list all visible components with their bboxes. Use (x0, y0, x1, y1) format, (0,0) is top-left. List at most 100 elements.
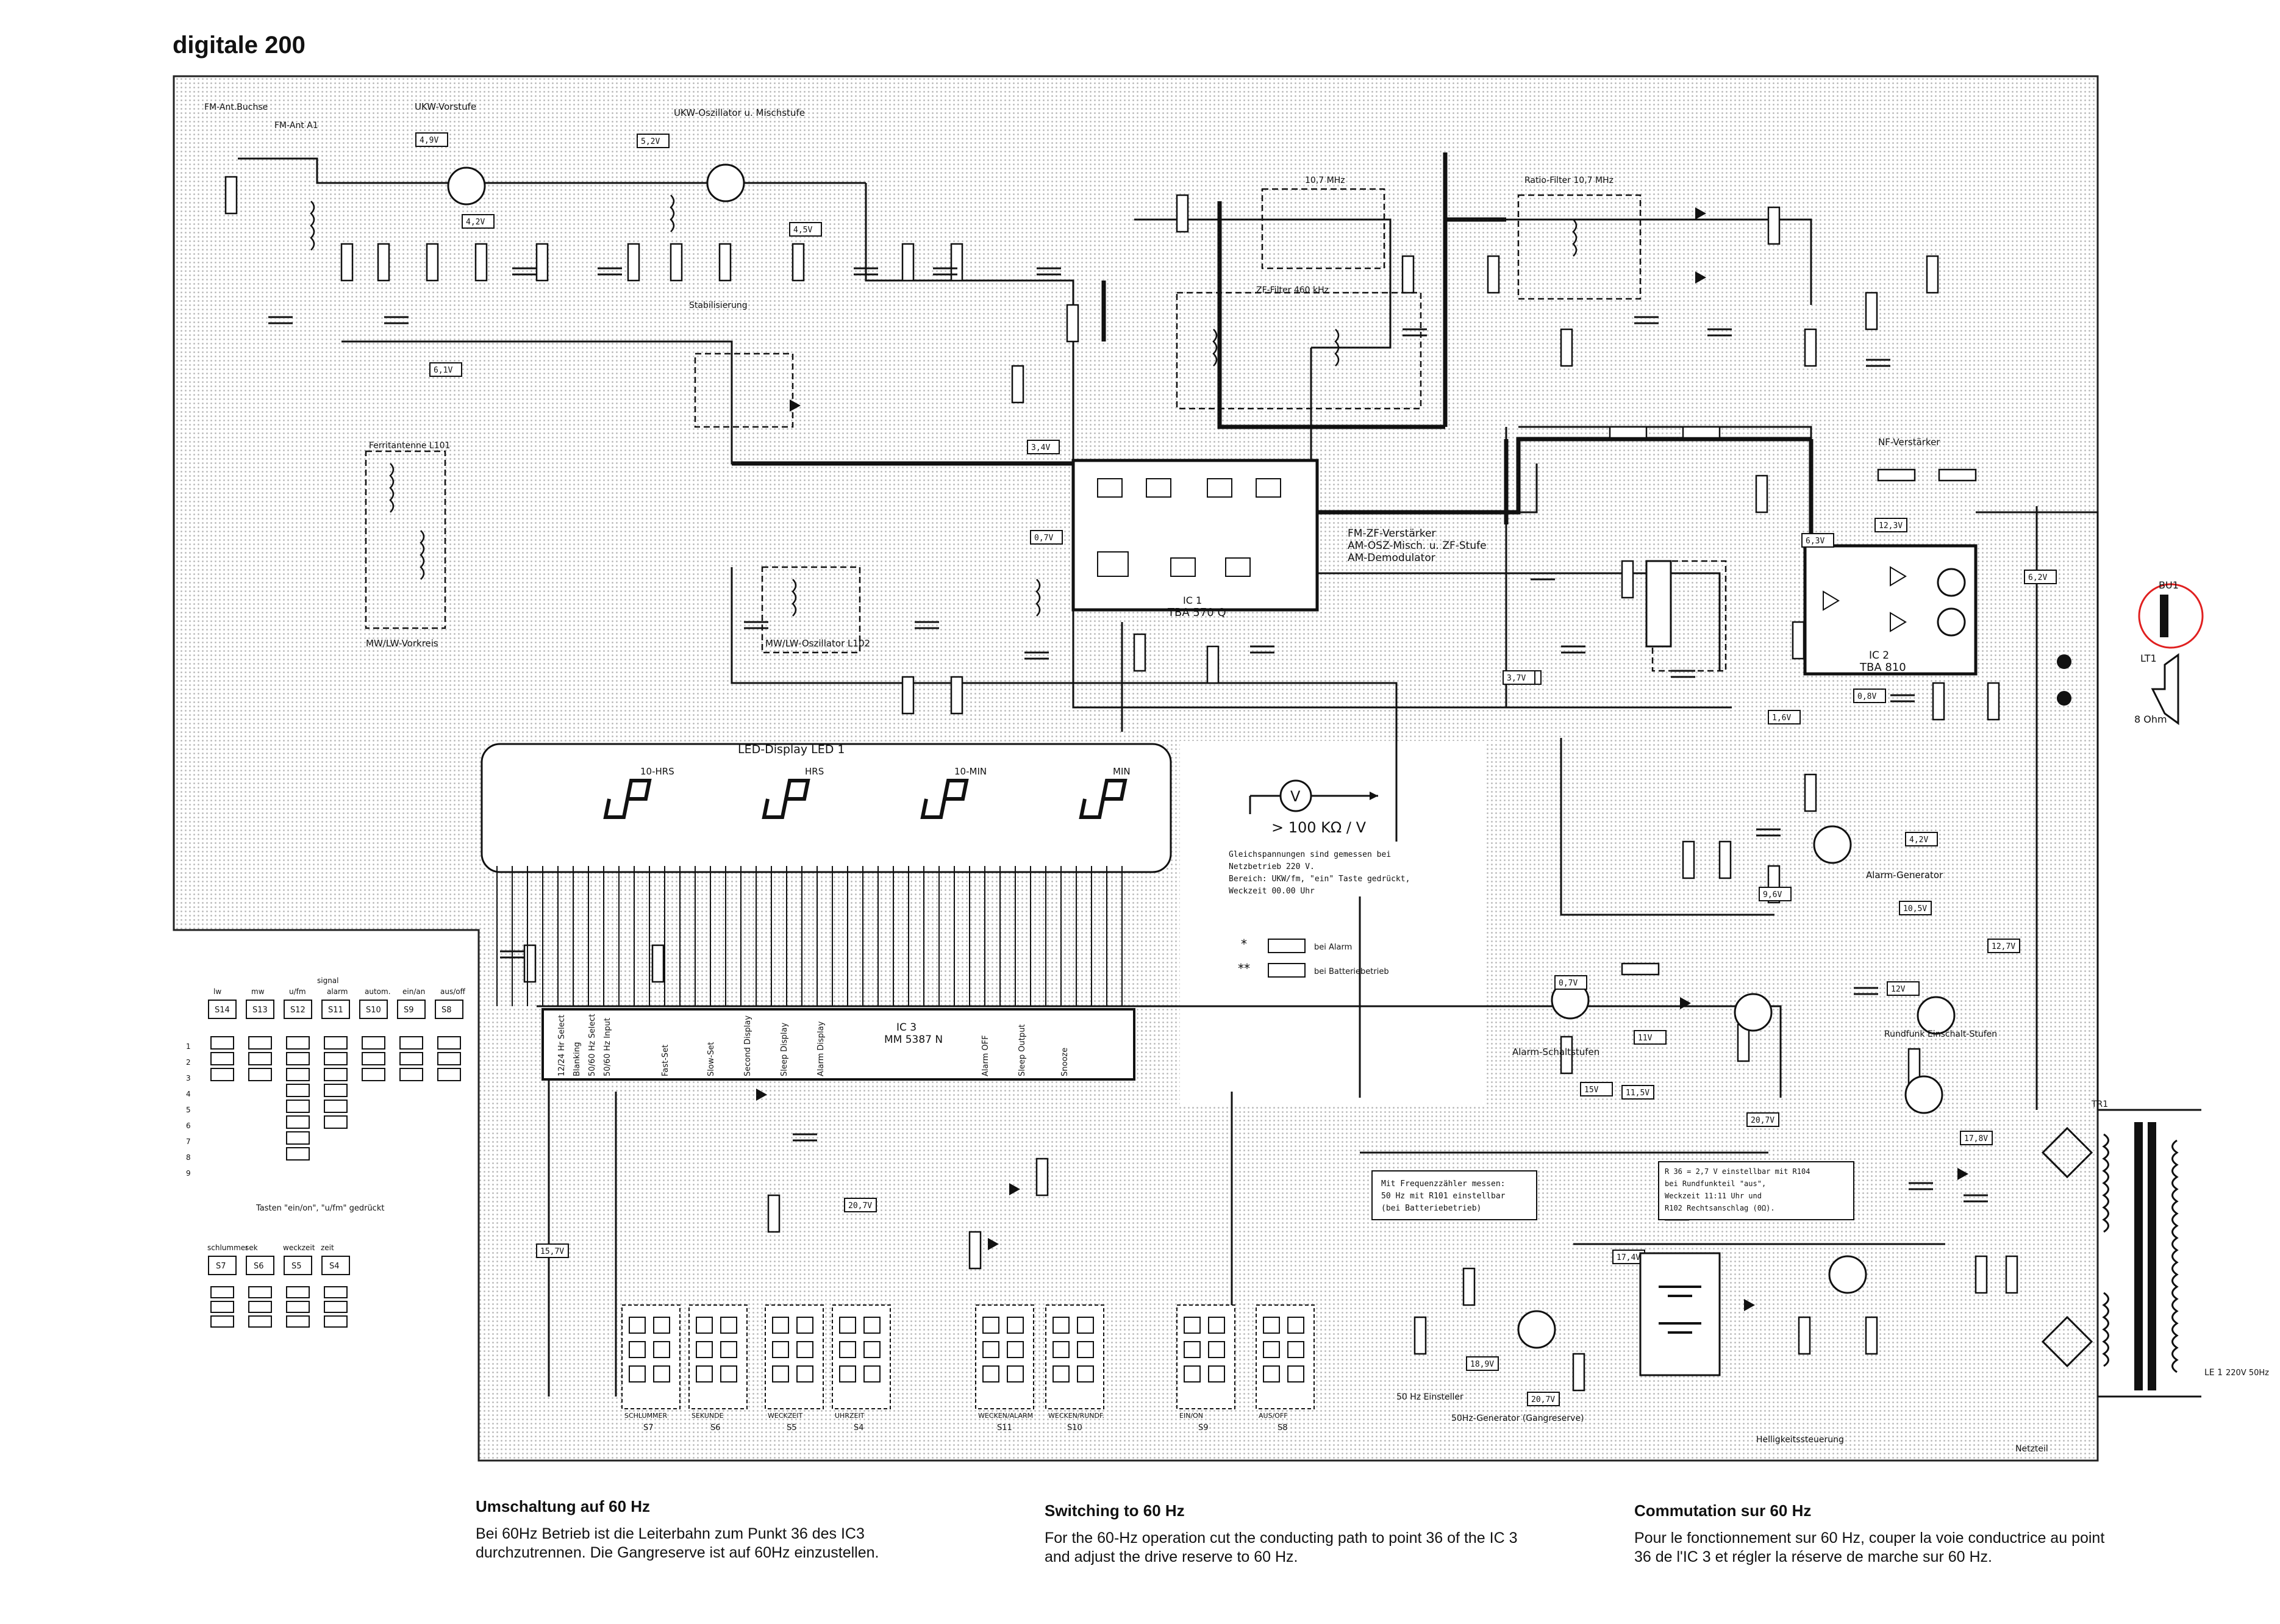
switch-row-number: 5 (186, 1106, 191, 1114)
legend-text: bei Alarm (1314, 943, 1352, 952)
block-label: Alarm-Schaltstufen (1512, 1046, 1599, 1057)
speaker-output: BU1 LT1 8 Ohm (2057, 579, 2204, 725)
switch-key-id: S7 (216, 1262, 226, 1271)
voltage-tag: 3,4V (1027, 440, 1060, 454)
bottom-switch-id: S4 (854, 1423, 864, 1433)
switch-row-number: 4 (186, 1090, 191, 1098)
digit-label: HRS (805, 766, 824, 777)
block-label: 10,7 MHz (1305, 176, 1345, 185)
ic3-pin-label: Blanking (573, 1042, 582, 1076)
caption-text: For the 60-Hz operation cut the conducti… (1045, 1529, 1518, 1565)
switch-key-id: S11 (328, 1006, 343, 1015)
bottom-switch-id: S9 (1198, 1423, 1209, 1433)
document-title: digitale 200 (173, 32, 306, 59)
voltage-tag: 10,5V (1899, 901, 1932, 915)
voltage-tag: 15,7V (536, 1243, 569, 1258)
digit-label: MIN (1113, 766, 1131, 777)
switch-key-id: S5 (291, 1262, 302, 1271)
voltage-tag: 5,2V (637, 134, 670, 148)
legend-text: bei Batteriebetrieb (1314, 967, 1389, 976)
ic3-pin-label: Fast-Set (661, 1045, 670, 1076)
battery-pack (1639, 1252, 1721, 1376)
bottom-switch-id: S7 (643, 1423, 654, 1433)
switch-key-label: weckzeit (283, 1243, 315, 1252)
voltage-value: 5,2V (641, 137, 660, 146)
transformer-id: TR1 (2091, 1100, 2108, 1109)
volume-potentiometer (1645, 560, 1672, 648)
block-labels: FM-Ant.Buchse FM-Ant A1 UKW-Vorstufe UKW… (204, 101, 2048, 1454)
switch-key-id: S14 (215, 1006, 230, 1015)
voltage-value: 4,2V (1909, 835, 1928, 845)
bottom-switch-label: SCHLUMMER (624, 1412, 667, 1420)
voltage-value: 6,1V (434, 366, 452, 375)
voltage-tag: 1,6V (1768, 710, 1801, 724)
voltage-tag: 0,7V (1030, 530, 1063, 545)
voltage-tag: 17,8V (1960, 1131, 1993, 1145)
caption-text: Bei 60Hz Betrieb ist die Leiterbahn zum … (476, 1525, 879, 1561)
measurement-info: V > 100 KΩ / V Gleichspannungen sind gem… (1229, 779, 1410, 978)
r-note-line: R 36 = 2,7 V einstellbar mit R104 (1665, 1167, 1810, 1176)
ic3: IC 3 MM 5387 N 12/24 Hr Select Blanking … (541, 1008, 1135, 1081)
voltage-value: 3,7V (1507, 674, 1526, 683)
voltage-tag: 18,9V (1466, 1356, 1499, 1371)
voltage-tag: 6,3V (1801, 533, 1834, 548)
switch-note: Tasten "ein/on", "u/fm" gedrückt (256, 1204, 384, 1213)
switch-key-id: S10 (366, 1006, 381, 1015)
measurement-note: Bereich: UKW/fm, "ein" Taste gedrückt, (1229, 875, 1410, 884)
legend-mark: ** (1238, 961, 1250, 976)
voltage-value: 20,7V (848, 1201, 872, 1211)
voltage-value: 4,9V (420, 136, 438, 145)
block-label: Alarm-Generator (1866, 870, 1943, 881)
power-supply: TR1 LE 1 220V 50Hz (2041, 1100, 2269, 1398)
caption-english: Switching to 60 Hz For the 60-Hz operati… (1045, 1501, 1520, 1567)
voltage-value: 3,4V (1031, 443, 1050, 453)
measurement-note: Netzbetrieb 220 V. (1229, 862, 1315, 871)
ic1-name: IC 1 (1183, 595, 1202, 606)
voltage-value: 20,7V (1751, 1116, 1774, 1125)
block-label: MW/LW-Vorkreis (366, 638, 438, 649)
bottom-switch-id: S8 (1278, 1423, 1288, 1433)
bottom-switch: UHRZEIT S4 (832, 1304, 891, 1433)
ic3-type: MM 5387 N (884, 1034, 943, 1046)
voltage-value: 18,9V (1470, 1360, 1494, 1369)
voltage-tag: 12,7V (1987, 939, 2020, 953)
voltage-tag: 6,1V (429, 362, 462, 377)
r-note-line: bei Rundfunkteil "aus", (1665, 1179, 1766, 1188)
r-note-line: Weckzeit 11:11 Uhr und (1665, 1192, 1762, 1200)
bottom-switch-id: S10 (1067, 1423, 1082, 1433)
diodes (756, 207, 1968, 1311)
legend-mark: * (1241, 937, 1247, 951)
transistors (447, 163, 1956, 1349)
led-display-panel: LED-Display LED 1 10-HRS HRS 10-MIN MIN (481, 743, 1172, 1006)
r-note-line: R102 Rechtsanschlag (0Ω). (1665, 1204, 1775, 1212)
ic3-pin-label: Sleep Output (1018, 1025, 1027, 1076)
caption-title: Switching to 60 Hz (1045, 1501, 1185, 1520)
switch-key-label: ein/an (402, 987, 425, 996)
voltage-tag: 20,7V (1527, 1392, 1560, 1406)
measurement-note: Weckzeit 00.00 Uhr (1229, 887, 1315, 896)
ic1-desc-line: AM-Demodulator (1348, 552, 1435, 564)
ic3-pin-label: 12/24 Hr Select (557, 1015, 566, 1076)
bottom-switch-id: S5 (787, 1423, 797, 1433)
speaker-icon (2151, 653, 2179, 725)
digit-label: 10-MIN (954, 766, 987, 777)
voltage-tag: 9,6V (1759, 887, 1792, 901)
ic1: IC 1 TBA 570 Q (1071, 459, 1319, 619)
speaker-impedance: 8 Ohm (2134, 714, 2167, 725)
block-label: 50Hz-Generator (Gangreserve) (1451, 1414, 1584, 1423)
switch-key-id: S8 (441, 1006, 452, 1015)
block-label: Ratio-Filter 10,7 MHz (1524, 176, 1614, 185)
bottom-switch-label: UHRZEIT (835, 1412, 865, 1420)
ic2-name: IC 2 (1869, 649, 1889, 662)
voltage-value: 0,8V (1857, 692, 1876, 701)
caption-german: Umschaltung auf 60 Hz Bei 60Hz Betrieb i… (476, 1497, 939, 1562)
voltage-tag: 11V (1634, 1030, 1667, 1045)
ic1-description: FM-ZF-Verstärker AM-OSZ-Misch. u. ZF-Stu… (1348, 528, 1487, 564)
